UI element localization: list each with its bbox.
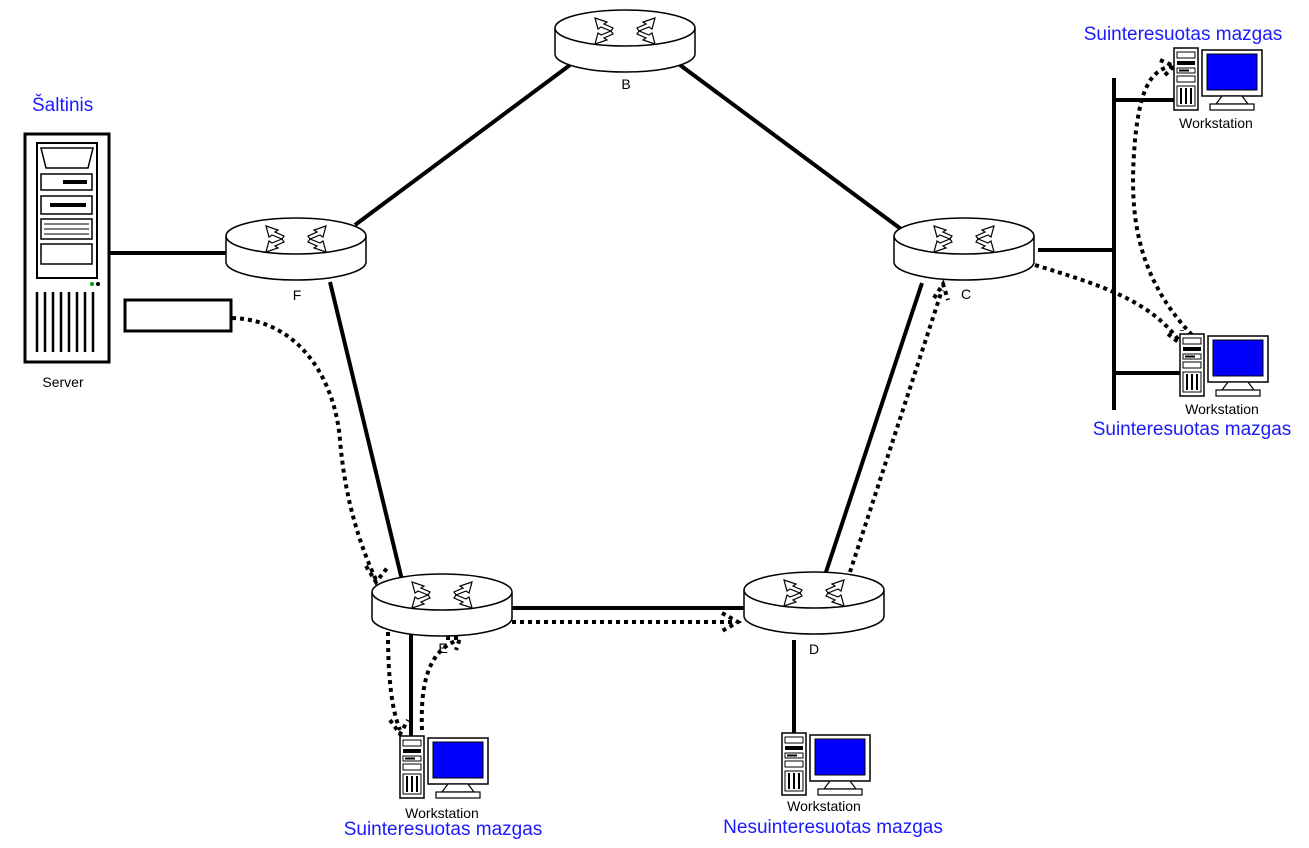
- multicast-packet: [123, 298, 233, 333]
- workstation-bottom-left-label: Workstation: [405, 805, 479, 821]
- arrowhead-to-ws-e: [388, 718, 410, 738]
- path-c-to-ws-right: [1034, 263, 1182, 344]
- multicast-paths: [231, 58, 1194, 738]
- workstation-right-label: Workstation: [1185, 401, 1259, 417]
- link-b-c: [678, 63, 907, 234]
- interested-node-label-bottom: Suinteresuotas mazgas: [344, 819, 543, 840]
- router-e[interactable]: E: [371, 573, 513, 656]
- path-to-ws-top: [1131, 64, 1194, 337]
- workstation-right[interactable]: Workstation: [1179, 333, 1269, 417]
- arrowhead-to-d: [721, 611, 743, 633]
- path-e-to-ws: [386, 631, 402, 731]
- workstation-top-right[interactable]: Workstation: [1173, 47, 1263, 131]
- router-b[interactable]: B: [554, 9, 696, 92]
- source-label: Šaltinis: [32, 94, 93, 116]
- workstation-bottom-right[interactable]: Workstation: [781, 732, 871, 814]
- path-d-to-c: [848, 289, 944, 573]
- router-f[interactable]: F: [225, 217, 367, 303]
- router-f-label: F: [293, 287, 302, 303]
- workstation-bottom-right-label: Workstation: [787, 798, 861, 814]
- not-interested-node-label: Nesuinteresuotas mazgas: [723, 817, 943, 838]
- interested-node-label-top-right: Suinteresuotas mazgas: [1084, 24, 1283, 45]
- arrowhead-to-ws-top: [1159, 58, 1178, 78]
- server[interactable]: Server: [23, 132, 111, 390]
- server-label: Server: [42, 374, 84, 390]
- router-d[interactable]: D: [743, 571, 885, 657]
- network-links: [110, 63, 1180, 736]
- link-f-b: [353, 63, 572, 227]
- link-d-c: [824, 282, 924, 573]
- router-c[interactable]: C: [893, 217, 1035, 302]
- router-d-label: D: [809, 641, 819, 657]
- router-c-label: C: [961, 286, 971, 302]
- link-f-e: [328, 281, 404, 581]
- router-b-label: B: [621, 76, 630, 92]
- workstation-top-right-label: Workstation: [1179, 115, 1253, 131]
- path-packet-to-e: [231, 316, 378, 581]
- router-e-label: E: [438, 640, 447, 656]
- arrowhead-to-c: [932, 279, 950, 301]
- arrowhead-to-e: [364, 564, 390, 586]
- workstation-bottom-left[interactable]: Workstation: [399, 735, 489, 821]
- interested-node-label-right: Suinteresuotas mazgas: [1093, 419, 1292, 440]
